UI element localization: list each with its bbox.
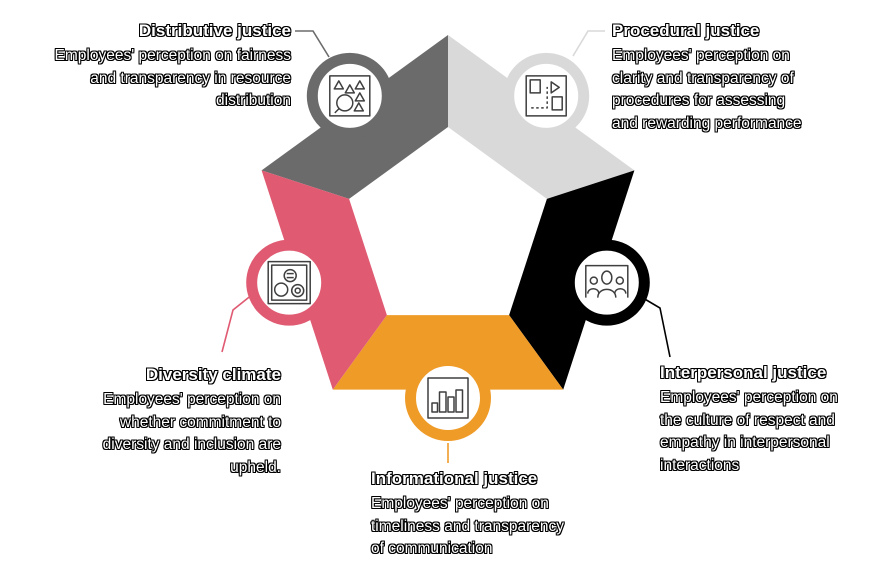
label-desc-line: diversity and inclusion are (102, 436, 281, 453)
label-block-interpersonal: Interpersonal justice Employees' percept… (660, 361, 878, 477)
node-circle-procedural (503, 52, 590, 139)
label-desc-line: interactions (660, 456, 740, 474)
label-block-informational: Informational justice Employees' percept… (371, 467, 621, 561)
label-desc-line: empathy in interpersonal (660, 434, 830, 451)
label-title-procedural: Procedural justice (612, 21, 760, 40)
node-circle-interpersonal (563, 239, 650, 326)
leader-line-distributive (295, 30, 330, 58)
label-desc-line: the culture of respect and (660, 411, 835, 429)
equality-circles-icon (267, 260, 311, 305)
label-desc-line: Employees' perception on fairness (54, 47, 291, 64)
process-path-arrow-icon (525, 75, 567, 117)
label-desc-line: procedures for assessing (612, 92, 786, 109)
label-title-informational: Informational justice (371, 469, 538, 488)
label-desc-line: Employees' perception on (612, 47, 790, 64)
leader-line-interpersonal (642, 297, 671, 358)
label-desc-line: Employees' perception on (103, 391, 281, 408)
label-title-interpersonal: Interpersonal justice (660, 363, 827, 382)
label-block-distributive: Distributive justice Employees' percepti… (0, 19, 291, 113)
label-desc-line: upheld. (230, 458, 281, 476)
label-title-distributive: Distributive justice (138, 21, 291, 40)
leader-line-diversity (221, 293, 254, 353)
bar-chart-icon (427, 377, 469, 419)
label-desc-line: and transparency in resource (90, 69, 291, 87)
node-circle-diversity (246, 239, 333, 326)
label-desc-line: Employees' perception on (660, 389, 838, 406)
label-desc-line: timeliness and transparency (371, 517, 564, 535)
leader-line-procedural (572, 30, 605, 57)
label-title-diversity: Diversity climate (145, 365, 281, 384)
label-block-diversity: Diversity climate Employees' perception … (16, 363, 281, 479)
label-desc-line: Employees' perception on (371, 495, 549, 512)
label-desc-line: of communication (371, 540, 493, 557)
triangles-magnifier-icon (329, 75, 371, 117)
label-desc-line: and rewarding performance (612, 114, 802, 132)
label-desc-line: clarity and transparency of (612, 69, 794, 87)
segment-informational (332, 315, 564, 390)
people-group-icon (585, 264, 629, 298)
label-desc-line: whether commitment to (119, 413, 281, 431)
label-block-procedural: Procedural justice Employees' perception… (612, 19, 874, 135)
label-desc-line: distribution (216, 92, 291, 109)
